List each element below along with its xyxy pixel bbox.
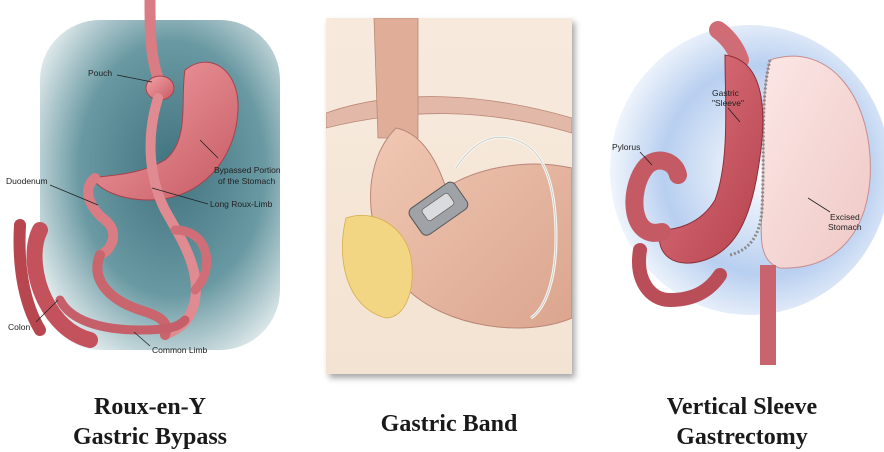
label-sleeve: "Sleeve" bbox=[712, 98, 744, 108]
gastric-band-illustration bbox=[326, 18, 572, 374]
label-pouch: Pouch bbox=[88, 68, 112, 78]
label-colon: Colon bbox=[8, 322, 30, 332]
caption-line: Gastric Band bbox=[326, 409, 572, 439]
label-common-limb: Common Limb bbox=[152, 345, 208, 355]
sleeve-gastrectomy-illustration: Gastric "Sleeve" Pylorus Excised Stomach bbox=[600, 0, 884, 372]
caption-line: Vertical Sleeve bbox=[600, 392, 884, 422]
label-duodenum: Duodenum bbox=[6, 176, 48, 186]
label-bypassed-portion: Bypassed Portion bbox=[214, 165, 281, 175]
caption-line: Gastric Bypass bbox=[0, 422, 300, 452]
label-of-the-stomach: of the Stomach bbox=[218, 176, 275, 186]
label-stomach: Stomach bbox=[828, 222, 862, 232]
caption-roux-en-y: Roux-en-Y Gastric Bypass bbox=[0, 392, 300, 452]
caption-vertical-sleeve: Vertical Sleeve Gastrectomy bbox=[600, 392, 884, 452]
label-excised: Excised bbox=[830, 212, 860, 222]
caption-line: Roux-en-Y bbox=[0, 392, 300, 422]
caption-gastric-band: Gastric Band bbox=[326, 409, 572, 439]
label-long-roux-limb: Long Roux-Limb bbox=[210, 199, 273, 209]
label-pylorus: Pylorus bbox=[612, 142, 640, 152]
caption-line: Gastrectomy bbox=[600, 422, 884, 452]
roux-en-y-illustration: Pouch Bypassed Portion of the Stomach Du… bbox=[0, 0, 300, 372]
label-gastric: Gastric bbox=[712, 88, 740, 98]
